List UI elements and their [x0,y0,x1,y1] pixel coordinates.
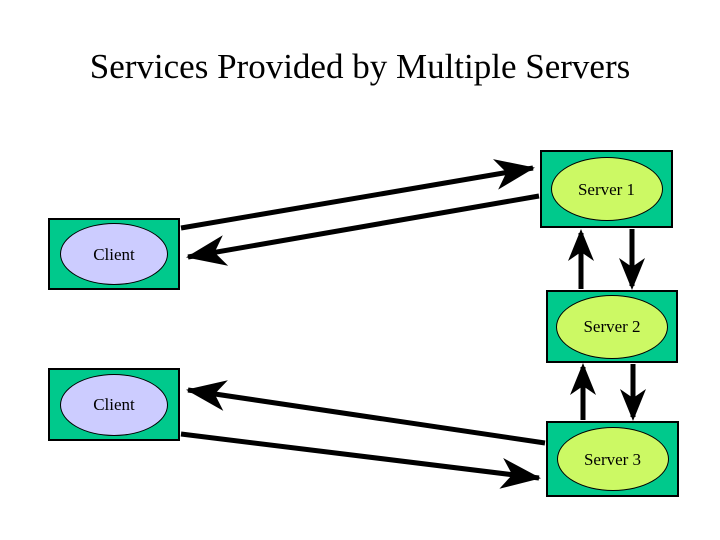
server-ellipse: Server 3 [556,427,669,491]
client-ellipse: Client [60,223,168,285]
node-label: Client [93,244,135,264]
node-label: Client [93,395,135,414]
arrow-client2-to-server3 [180,431,541,489]
server-ellipse: Server 2 [556,294,668,359]
server-ellipse: Server 1 [550,157,663,221]
node-label: Server 1 [577,179,636,199]
node-client-2[interactable]: Client [48,368,180,441]
node-server-3[interactable]: Server 3 [546,421,679,497]
node-label: Server 3 [583,449,642,469]
arrow-client1-to-server1 [180,159,535,231]
node-server-1[interactable]: Server 1 [540,150,673,228]
arrow-server1-to-client1 [186,193,540,266]
node-label: Server 2 [583,317,641,336]
node-client-1[interactable]: Client [48,218,180,290]
page-title: Services Provided by Multiple Servers [89,47,631,86]
client-ellipse: Client [60,373,168,436]
node-server-2[interactable]: Server 2 [546,290,678,363]
arrow-server3-to-client2 [186,380,546,446]
